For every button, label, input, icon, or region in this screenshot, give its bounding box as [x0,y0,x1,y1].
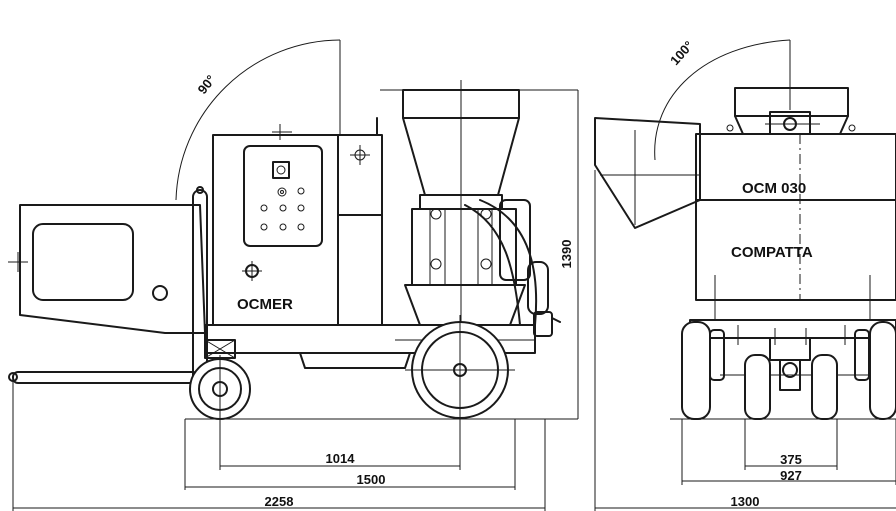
wheelbase-dimension: 1014 [220,451,460,467]
total-length-dimension: 2258 [12,381,546,511]
control-buttons [260,187,305,231]
front-wheel [189,355,251,470]
front-wheel-right-inner [811,354,838,420]
outer-track-dimension: 927 [681,419,896,485]
control-box: OCMER [212,124,339,326]
front-wheel-left-inner [744,354,771,420]
front-lid-open [594,117,701,229]
outer-track-dimension-label: 927 [780,468,802,483]
front-hopper [726,87,856,135]
total-length-dimension-label: 2258 [265,494,294,509]
variant-label: COMPATTA [731,244,813,261]
front-wheel-right-outer [869,321,896,420]
body-length-dimension-label: 1500 [357,472,386,487]
front-wheel-left-outer [681,321,711,420]
model-label: OCM 030 [742,180,806,197]
tow-bar [8,186,208,391]
rear-wheel [405,315,515,470]
front-view: 100° OCM 030 COMPATTA [594,38,896,511]
width-dimension-label: 1300 [731,494,760,509]
body-length-dimension: 1500 [184,419,516,490]
width-dimension: 1300 [594,170,896,511]
hopper [380,80,578,360]
front-angle-label: 100° [667,38,696,68]
inner-track-dimension: 375 [744,419,838,470]
front-wheels [681,321,896,420]
height-dimension-label: 1390 [559,240,574,269]
opening-arc-90 [175,39,341,201]
side-view: 90° OCMER [8,39,579,511]
side-angle-label: 90° [195,72,219,97]
front-body: OCM 030 COMPATTA [695,133,896,320]
opening-arc-100 [654,39,791,161]
brand-label: OCMER [237,296,293,313]
pump-mechanism [404,194,561,337]
height-dimension: 1390 [559,90,579,419]
electrical-cabinet [337,117,383,326]
inner-track-dimension-label: 375 [780,452,802,467]
lid-door [8,204,206,334]
wheelbase-dimension-label: 1014 [326,451,356,466]
